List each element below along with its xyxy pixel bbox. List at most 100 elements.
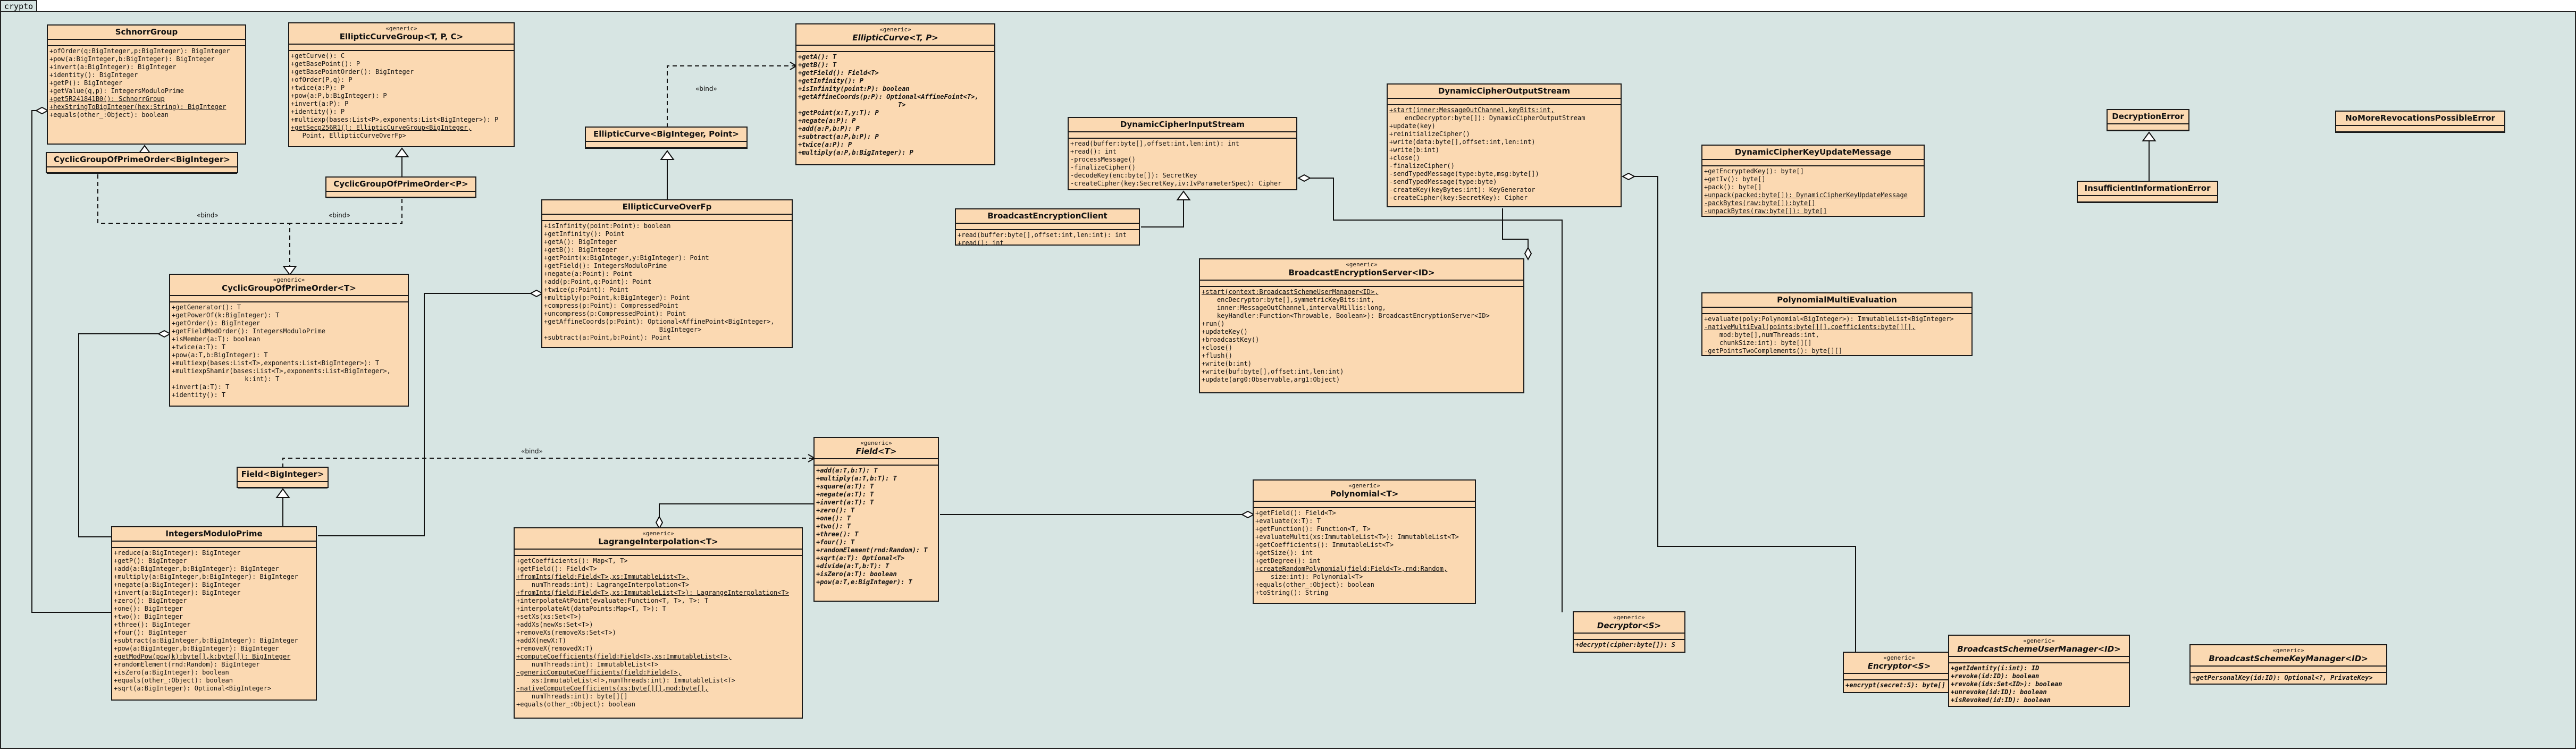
inheritance-arrow <box>395 147 409 157</box>
attributes-compartment <box>48 40 245 46</box>
operation: +getPoint(x:T,y:T): P <box>798 109 879 116</box>
operation: +one(): T <box>816 515 851 522</box>
aggregation-diamond <box>1297 174 1312 182</box>
class-name: Decryptor<S> <box>1597 621 1662 630</box>
operation: +isMember(a:T): boolean <box>172 335 261 343</box>
bind-label: «bind» <box>329 212 350 219</box>
operation: -nativeMultiEval(points:byte[][],coeffic… <box>1704 323 1916 331</box>
bind-edge <box>290 199 402 224</box>
class-ellipticcurve-biginteger-point: EllipticCurve<BigInteger, Point> <box>585 127 748 149</box>
operations-compartment: +read(buffer:byte[],offset:int,len:int):… <box>956 230 1139 248</box>
class-header: DynamicCipherOutputStream <box>1388 85 1621 99</box>
operation: +addXs(newXs:Set<T>) <box>516 621 593 628</box>
association-edge <box>659 503 815 528</box>
stereotype: «generic» <box>1346 261 1378 268</box>
operation: +twice(p:Point): Point <box>544 286 628 293</box>
operation: +sqrt(a:BigInteger): Optional<BigInteger… <box>114 685 272 692</box>
association-edge <box>1298 178 1563 612</box>
aggregation-diamond <box>529 289 544 298</box>
operation: +getAffineCoords(p:Point): Optional<Affi… <box>544 318 775 325</box>
operation: +getField(): Field<T> <box>1255 509 1336 517</box>
operation: +getFunction(): Function<T, T> <box>1255 525 1371 533</box>
operation: +updateKey() <box>1202 328 1248 335</box>
operation: +identity(): BigInteger <box>49 71 138 79</box>
stereotype: «generic» <box>860 440 892 446</box>
class-cyclicgroupofprimeorder-p: CyclicGroupOfPrimeOrder<P> <box>325 176 476 198</box>
operation: +getPersonalKey(id:ID): Optional<?, Priv… <box>2192 674 2373 681</box>
attributes-compartment <box>1069 132 1296 139</box>
operation: +pow(a:T,e:BigInteger): T <box>816 578 912 586</box>
class-header: BroadcastEncryptionClient <box>956 209 1139 224</box>
operations-compartment <box>326 198 475 204</box>
attributes-compartment <box>238 482 328 488</box>
operation: inner:MessageOutChannel,intervalMillis:l… <box>1202 304 1386 311</box>
operation: +two(): BigInteger <box>114 613 183 620</box>
attributes-compartment <box>1844 674 1954 680</box>
operations-compartment <box>2336 132 2504 138</box>
operations-compartment: +read(buffer:byte[],offset:int,len:int):… <box>1069 139 1296 189</box>
class-field-biginteger: Field<BigInteger> <box>237 467 329 488</box>
operation: +hexStringToBigInteger(hex:String): BigI… <box>49 103 226 111</box>
attributes-compartment <box>815 459 938 466</box>
operation: +write(data:byte[],offset:int,len:int) <box>1389 138 1535 146</box>
operation: -sendTypedMessage(type:byte,msg:byte[]) <box>1389 170 1539 178</box>
operation: +decrypt(cipher:byte[]): S <box>1575 641 1675 648</box>
operation: +negate(a:T): T <box>816 491 874 498</box>
class-name: Encryptor<S> <box>1867 661 1931 671</box>
class-name: Polynomial<T> <box>1330 489 1399 499</box>
class-name: PolynomialMultiEvaluation <box>1777 295 1897 305</box>
operation: +getField(): IntegersModuloPrime <box>544 262 667 269</box>
operations-compartment <box>2078 203 2217 208</box>
class-header: «generic»Encryptor<S> <box>1844 653 1954 674</box>
operation: +addX(newX:T) <box>516 637 566 644</box>
operation: +getCoefficients(): Map<T, T> <box>516 557 628 564</box>
operation: +getSecp256R1(): EllipticCurveGroup<BigI… <box>291 124 472 131</box>
class-broadcastschemeusermanager-id: «generic»BroadcastSchemeUserManager<ID>+… <box>1948 635 2130 707</box>
class-header: PolynomialMultiEvaluation <box>1702 293 1971 308</box>
operations-compartment: +isInfinity(point:Point): boolean+getInf… <box>542 221 792 343</box>
operation: +removeX(removedX:T) <box>516 645 593 652</box>
class-broadcastencryptionclient: BroadcastEncryptionClient +read(buffer:by… <box>955 208 1140 248</box>
operation: -sendTypedMessage(type:byte) <box>1389 178 1497 186</box>
operation: +get5R241841B0(): SchnorrGroup <box>49 95 165 103</box>
bind-label: «bind» <box>695 85 717 92</box>
class-header: «generic»CyclicGroupOfPrimeOrder<T> <box>170 275 408 296</box>
operation: +pow(a:BigInteger,b:BigInteger): BigInte… <box>114 645 279 652</box>
operations-compartment: +ofOrder(q:BigInteger,p:BigInteger): Big… <box>48 46 245 120</box>
operation: +close() <box>1202 344 1232 351</box>
class-polynomial-t: «generic»Polynomial<T>+getField(): Field… <box>1253 479 1476 604</box>
aggregation-diamond <box>1621 172 1636 181</box>
operation: +four(): BigInteger <box>114 629 187 636</box>
operation: T> <box>798 101 906 108</box>
operation: +interpolateAt(dataPoints:Map<T, T>): T <box>516 605 666 612</box>
operation: +fromInts(field:Field<T>,xs:ImmutableLis… <box>516 573 690 580</box>
operation: +evaluate(poly:Polynomial<BigInteger>): … <box>1704 315 1954 323</box>
operation: +pack(): byte[] <box>1704 183 1762 191</box>
operation: +four(): T <box>816 538 855 546</box>
operation: size:int): Polynomial<T> <box>1255 573 1363 580</box>
operation: +pow(a:P,b:BigInteger): P <box>291 92 387 99</box>
operation: +negate(a:BigInteger): BigInteger <box>114 581 241 588</box>
operation: +read(buffer:byte[],offset:int,len:int):… <box>1070 140 1239 147</box>
operation: +sqrt(a:T): Optional<T> <box>816 554 905 562</box>
operation: +getValue(q,p): IntegersModuloPrime <box>49 87 184 95</box>
class-header: «generic»EllipticCurve<T, P> <box>796 24 994 46</box>
inheritance-arrow <box>275 488 290 498</box>
operation: +fromInts(field:Field<T>,xs:ImmutableLis… <box>516 589 789 596</box>
inheritance-arrow <box>1176 190 1191 200</box>
operation: +start(context:BroadcastSchemeUserManage… <box>1202 288 1379 296</box>
operation: +reinitializeCipher() <box>1389 130 1470 138</box>
attributes-compartment <box>170 296 408 302</box>
association-edge <box>1623 176 1856 653</box>
operation: -packBytes(raw:byte[]):byte[] <box>1704 199 1816 207</box>
operation: +zero(): BigInteger <box>114 597 187 604</box>
class-broadcastencryptionserver-id: «generic»BroadcastEncryptionServer<ID>+s… <box>1199 258 1524 393</box>
operations-compartment: +encrypt(secret:S): byte[] <box>1844 680 1954 690</box>
operation: -finalizeCipher() <box>1070 164 1136 171</box>
package-label: crypto <box>4 2 33 11</box>
operations-compartment: +getField(): Field<T>+evaluate(x:T): T+g… <box>1254 508 1475 598</box>
operation: +twice(a:T): T <box>172 343 226 351</box>
class-name: BroadcastSchemeKeyManager<ID> <box>2209 654 2368 663</box>
operation: +createRandomPolynomial(field:Field<T>,r… <box>1255 565 1448 572</box>
operations-compartment: +getCurve(): C+getBasePoint(): P+getBase… <box>289 51 514 141</box>
